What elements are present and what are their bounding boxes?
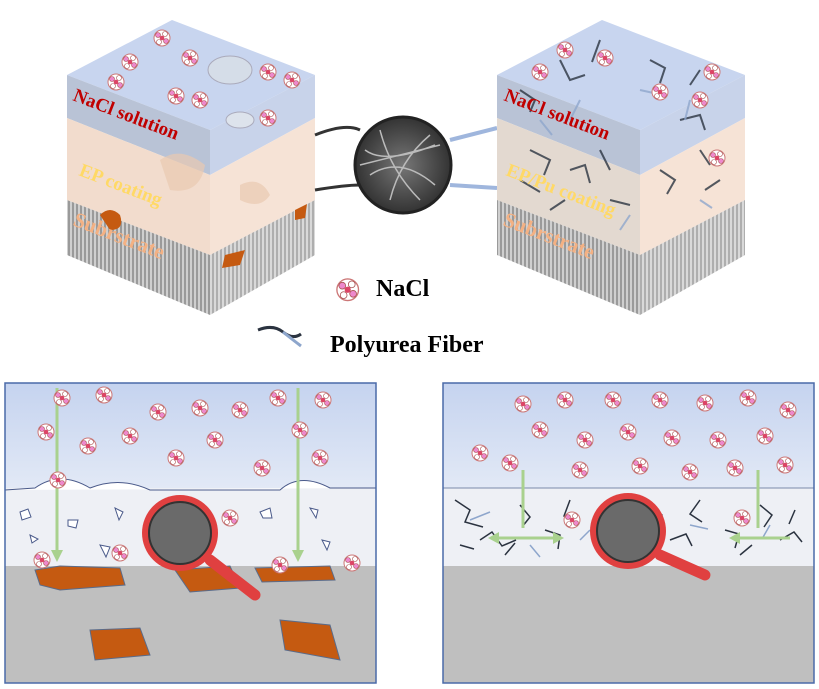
magnifier-icon: [142, 495, 261, 601]
right-cube: NaCl solution EP/Pu coating Subrstrate: [497, 20, 745, 315]
left-cube-top: [67, 20, 315, 130]
fiber-legend-icon: [257, 325, 302, 339]
sem-inset: [314, 115, 508, 215]
legend-nacl-label: NaCl: [376, 276, 430, 302]
polyurea-fibers: [519, 39, 721, 211]
legend-fiber-label: Polyurea Fiber: [330, 332, 484, 358]
panel-ep-coating: [4, 382, 377, 684]
left-cube: NaCl solution EP coating Subrstrate: [67, 20, 315, 315]
panel-ep-pu-coating: [442, 382, 815, 684]
sem-image: [353, 115, 453, 215]
legend: NaCl Polyurea Fiber: [257, 276, 484, 358]
magnifier-icon: [590, 493, 711, 581]
